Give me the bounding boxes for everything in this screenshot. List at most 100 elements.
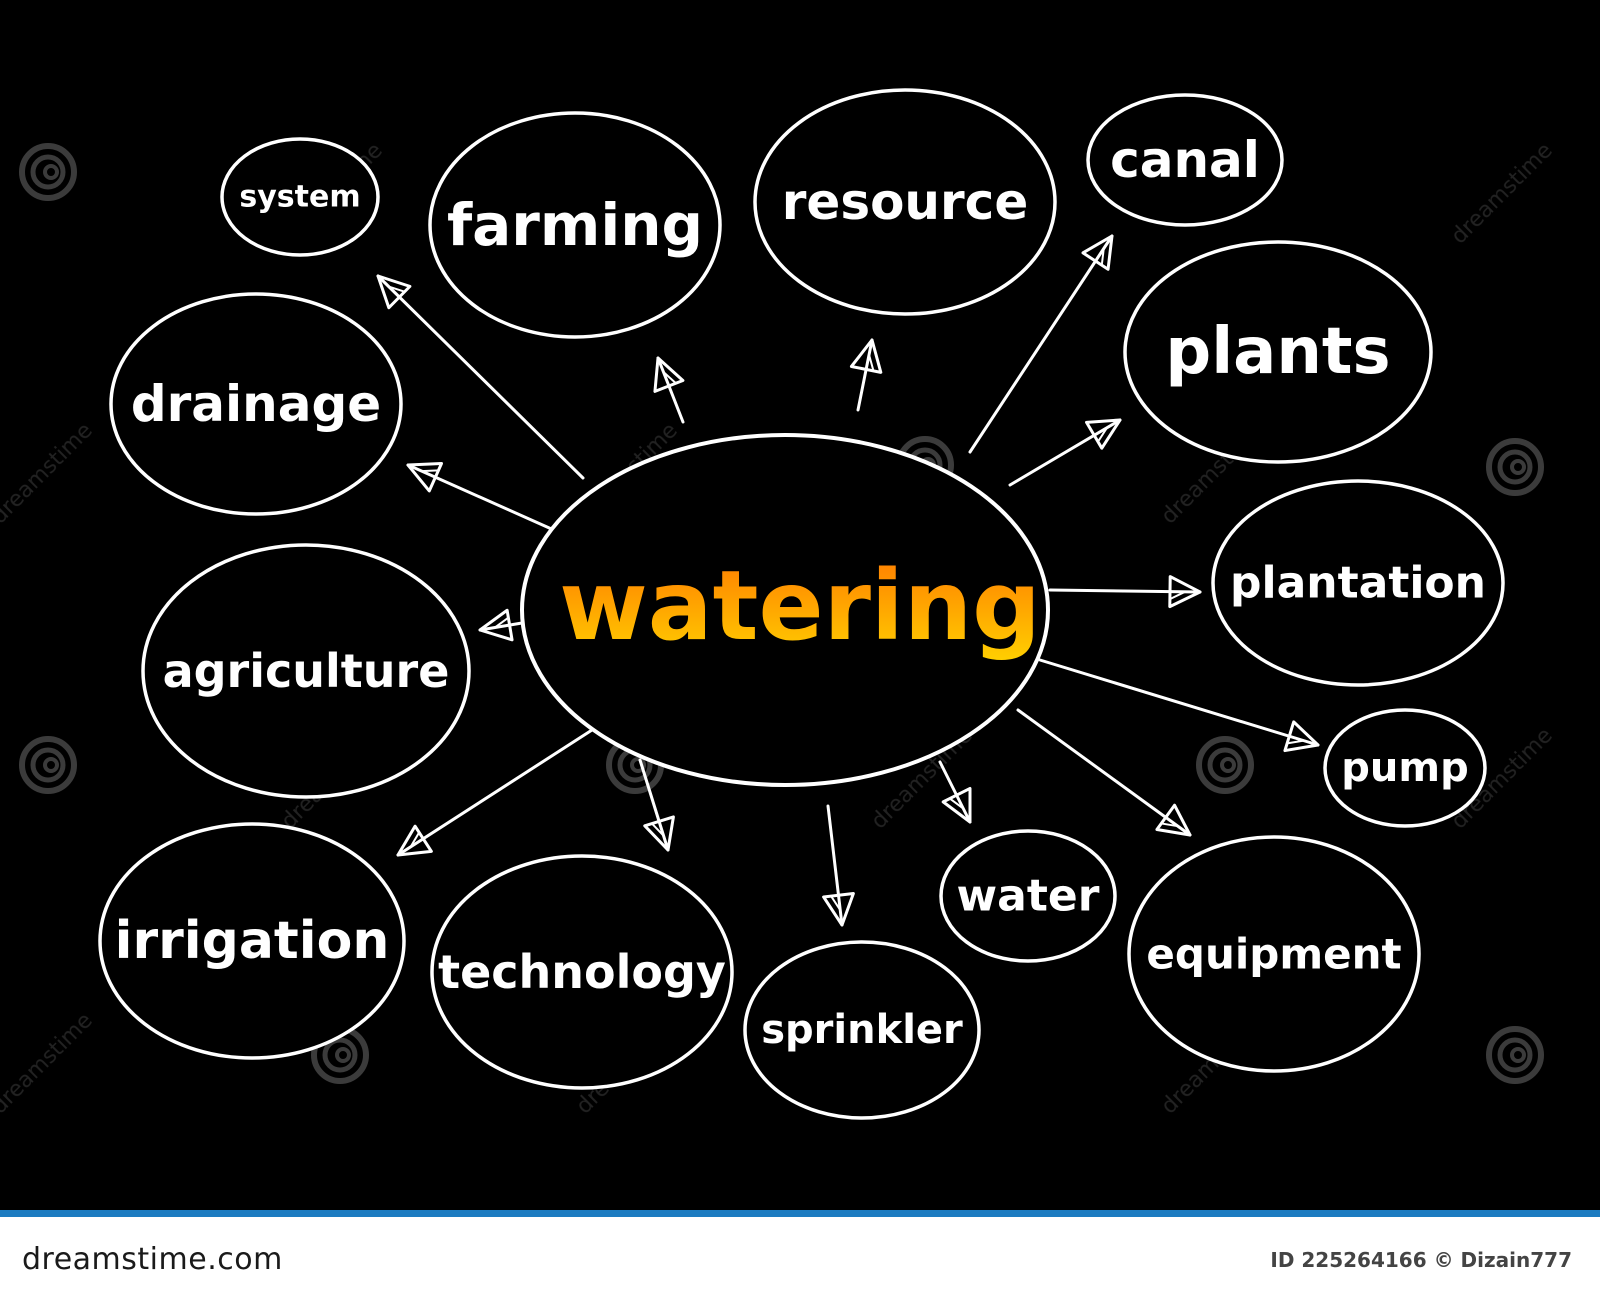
- node-agriculture-bubble: [141, 543, 471, 799]
- central-topic: watering: [520, 433, 1050, 787]
- footer-logo: dreamstime.com: [22, 1242, 283, 1277]
- node-sprinkler-bubble: [743, 940, 981, 1120]
- arrowhead-plants: [1085, 418, 1122, 450]
- node-system-bubble: [220, 137, 380, 257]
- arrowhead-hatch-pump: [1286, 739, 1304, 745]
- node-sprinkler-label: sprinkler: [761, 1007, 963, 1053]
- footer: dreamstime.com ID 225264166 © Dizain777: [0, 1210, 1600, 1299]
- connector-sprinkler: [826, 804, 844, 927]
- watermark-spiral-icon: [1199, 739, 1251, 791]
- node-equipment: equipment: [1127, 835, 1421, 1073]
- watermark-text: dreamstime: [1447, 138, 1558, 249]
- connector-equipment: [1016, 708, 1192, 837]
- arrowhead-canal: [1081, 234, 1114, 271]
- node-sprinkler: sprinkler: [743, 940, 981, 1120]
- arrowhead-drainage: [406, 462, 444, 493]
- node-drainage-bubble: [109, 292, 403, 516]
- arrowhead-hatch-drainage: [421, 469, 439, 473]
- node-equipment-bubble: [1127, 835, 1421, 1073]
- arrowhead-sprinkler: [822, 891, 855, 927]
- arrowhead-system: [376, 274, 412, 310]
- node-technology-bubble: [430, 854, 734, 1090]
- arrowhead-hatch-resource: [868, 354, 875, 372]
- watermark-text: dreamstime: [0, 1008, 98, 1119]
- connector-farming: [656, 356, 685, 424]
- arrowhead-hatch-equipment: [1161, 822, 1179, 828]
- arrowhead-hatch-water: [949, 797, 964, 810]
- node-plantation-label: plantation: [1230, 558, 1486, 609]
- connector-plants: [1008, 418, 1122, 487]
- node-canal-label: canal: [1110, 131, 1260, 189]
- arrowhead-farming: [653, 356, 685, 393]
- node-technology: technology: [430, 854, 734, 1090]
- footer-accent-bar: [0, 1210, 1600, 1217]
- node-system: system: [220, 137, 380, 257]
- node-plants-label: plants: [1165, 315, 1390, 389]
- node-plants: plants: [1123, 240, 1433, 464]
- arrowhead-hatch-sprinkler: [830, 895, 842, 911]
- connector-resource: [856, 338, 874, 412]
- arrowhead-hatch-technology: [651, 822, 665, 837]
- watermark-spiral-icon: [1489, 1029, 1541, 1081]
- node-resource: resource: [753, 88, 1057, 316]
- connector-plantation: [1048, 588, 1202, 594]
- node-water-bubble: [939, 829, 1117, 963]
- connector-irrigation: [396, 728, 594, 857]
- footer-credit: ID 225264166 © Dizain777: [1270, 1248, 1572, 1272]
- arrowhead-plantation: [1168, 575, 1202, 609]
- node-resource-label: resource: [782, 173, 1028, 231]
- connector-canal: [968, 234, 1114, 454]
- node-pump: pump: [1323, 708, 1487, 828]
- node-farming-label: farming: [447, 191, 703, 259]
- arrowhead-hatch-canal: [1100, 248, 1105, 266]
- node-plants-bubble: [1123, 240, 1433, 464]
- watermark-spiral-icon: [22, 739, 74, 791]
- arrowhead-resource: [849, 338, 883, 374]
- watermark-spiral-icon: [1489, 441, 1541, 493]
- node-irrigation-bubble: [98, 822, 406, 1060]
- watermark-text: dreamstime: [0, 418, 98, 529]
- node-drainage: drainage: [109, 292, 403, 516]
- connector-system: [376, 274, 585, 480]
- arrowhead-hatch-farming: [662, 371, 677, 384]
- arrowhead-hatch-irrigation: [409, 831, 421, 848]
- node-plantation: plantation: [1211, 479, 1505, 687]
- node-layer: system farming resource canal plants drainage…: [98, 88, 1505, 1120]
- node-resource-bubble: [753, 88, 1057, 316]
- node-irrigation-label: irrigation: [115, 911, 390, 971]
- node-technology-label: technology: [438, 945, 726, 999]
- node-water: water: [939, 829, 1117, 963]
- node-agriculture-label: agriculture: [163, 644, 450, 698]
- node-pump-bubble: [1323, 708, 1487, 828]
- node-drainage-label: drainage: [131, 375, 381, 433]
- node-farming: farming: [428, 111, 722, 339]
- arrowhead-hatch-agriculture: [494, 616, 509, 629]
- arrowhead-pump: [1283, 720, 1320, 753]
- connector-pump: [1038, 658, 1320, 747]
- connector-layer: [376, 234, 1320, 927]
- node-canal: canal: [1086, 93, 1284, 227]
- connector-drainage: [406, 463, 567, 537]
- connector-water: [938, 760, 972, 824]
- arrowhead-hatch-plantation: [1169, 590, 1186, 600]
- node-canal-bubble: [1086, 93, 1284, 227]
- central-topic-label: watering: [559, 550, 1041, 662]
- watermark-spiral-icon: [22, 146, 74, 198]
- node-water-label: water: [957, 871, 1100, 922]
- node-farming-bubble: [428, 111, 722, 339]
- arrowhead-equipment: [1155, 803, 1192, 837]
- arrowhead-technology: [643, 815, 675, 852]
- node-irrigation: irrigation: [98, 822, 406, 1060]
- arrowhead-irrigation: [396, 824, 433, 857]
- arrowhead-agriculture: [478, 608, 514, 642]
- node-agriculture: agriculture: [141, 543, 471, 799]
- node-plantation-bubble: [1211, 479, 1505, 687]
- node-equipment-label: equipment: [1146, 930, 1401, 979]
- arrowhead-hatch-system: [388, 285, 405, 293]
- node-pump-label: pump: [1341, 745, 1468, 791]
- arrowhead-water: [941, 786, 972, 824]
- arrowhead-hatch-plants: [1097, 427, 1108, 443]
- node-system-label: system: [239, 180, 360, 215]
